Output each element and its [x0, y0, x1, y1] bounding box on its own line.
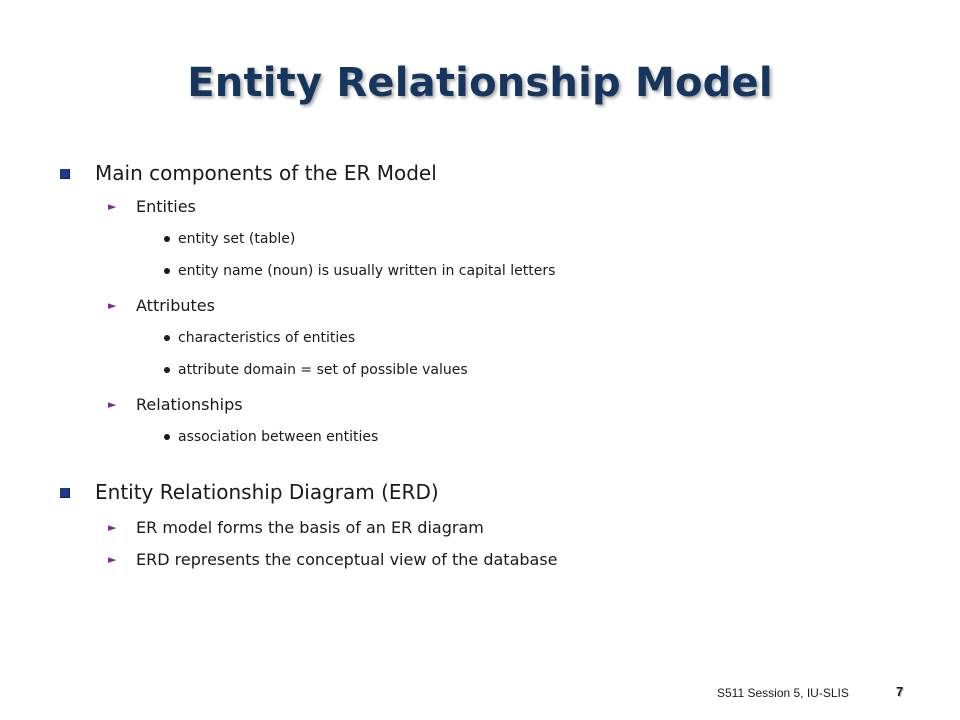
dot-bullet-icon [164, 268, 170, 274]
dot-bullet-icon [164, 367, 170, 373]
bullet-text: characteristics of entities [178, 330, 356, 346]
square-bullet-icon [60, 169, 70, 179]
bullet-text: Main components of the ER Model [95, 161, 437, 185]
bullet-text: entity set (table) [178, 231, 296, 247]
bullet-text: entity name (noun) is usually written in… [178, 263, 556, 279]
bullet-level3: entity set (table) [58, 229, 918, 249]
triangle-bullet-icon: ► [108, 398, 117, 411]
bullet-level1: Main components of the ER Model [58, 160, 918, 186]
triangle-bullet-icon: ► [108, 553, 117, 566]
slide-title: Entity Relationship Model [187, 60, 773, 106]
bullet-level1: Entity Relationship Diagram (ERD) [58, 479, 918, 505]
slide-content: Main components of the ER Model ► Entiti… [58, 150, 918, 571]
dot-bullet-icon [164, 335, 170, 341]
bullet-level2: ► Entities [58, 196, 918, 218]
bullet-level3: association between entities [58, 427, 918, 447]
bullet-text: ERD represents the conceptual view of th… [136, 550, 558, 569]
bullet-level3: characteristics of entities [58, 328, 918, 348]
bullet-section: Main components of the ER Model ► Entiti… [58, 160, 918, 447]
triangle-bullet-icon: ► [108, 521, 117, 534]
bullet-text: Entity Relationship Diagram (ERD) [95, 480, 439, 504]
triangle-bullet-icon: ► [108, 299, 117, 312]
bullet-level2: ► Attributes [58, 295, 918, 317]
bullet-text: association between entities [178, 429, 379, 445]
bullet-text: Relationships [136, 395, 243, 414]
triangle-bullet-icon: ► [108, 200, 117, 213]
bullet-level3: attribute domain = set of possible value… [58, 360, 918, 380]
bullet-text: Attributes [136, 296, 215, 315]
dot-bullet-icon [164, 236, 170, 242]
bullet-level2: ► Relationships [58, 394, 918, 416]
bullet-level2: ► ER model forms the basis of an ER diag… [58, 517, 918, 539]
bullet-text: ER model forms the basis of an ER diagra… [136, 518, 484, 537]
dot-bullet-icon [164, 434, 170, 440]
bullet-level3: entity name (noun) is usually written in… [58, 261, 918, 281]
bullet-text: attribute domain = set of possible value… [178, 362, 468, 378]
square-bullet-icon [60, 488, 70, 498]
bullet-section: Entity Relationship Diagram (ERD) ► ER m… [58, 479, 918, 571]
bullet-level2: ► ERD represents the conceptual view of … [58, 549, 918, 571]
bullet-text: Entities [136, 197, 196, 216]
footer-text: S511 Session 5, IU-SLIS [717, 686, 849, 700]
page-number: 7 [896, 684, 904, 699]
